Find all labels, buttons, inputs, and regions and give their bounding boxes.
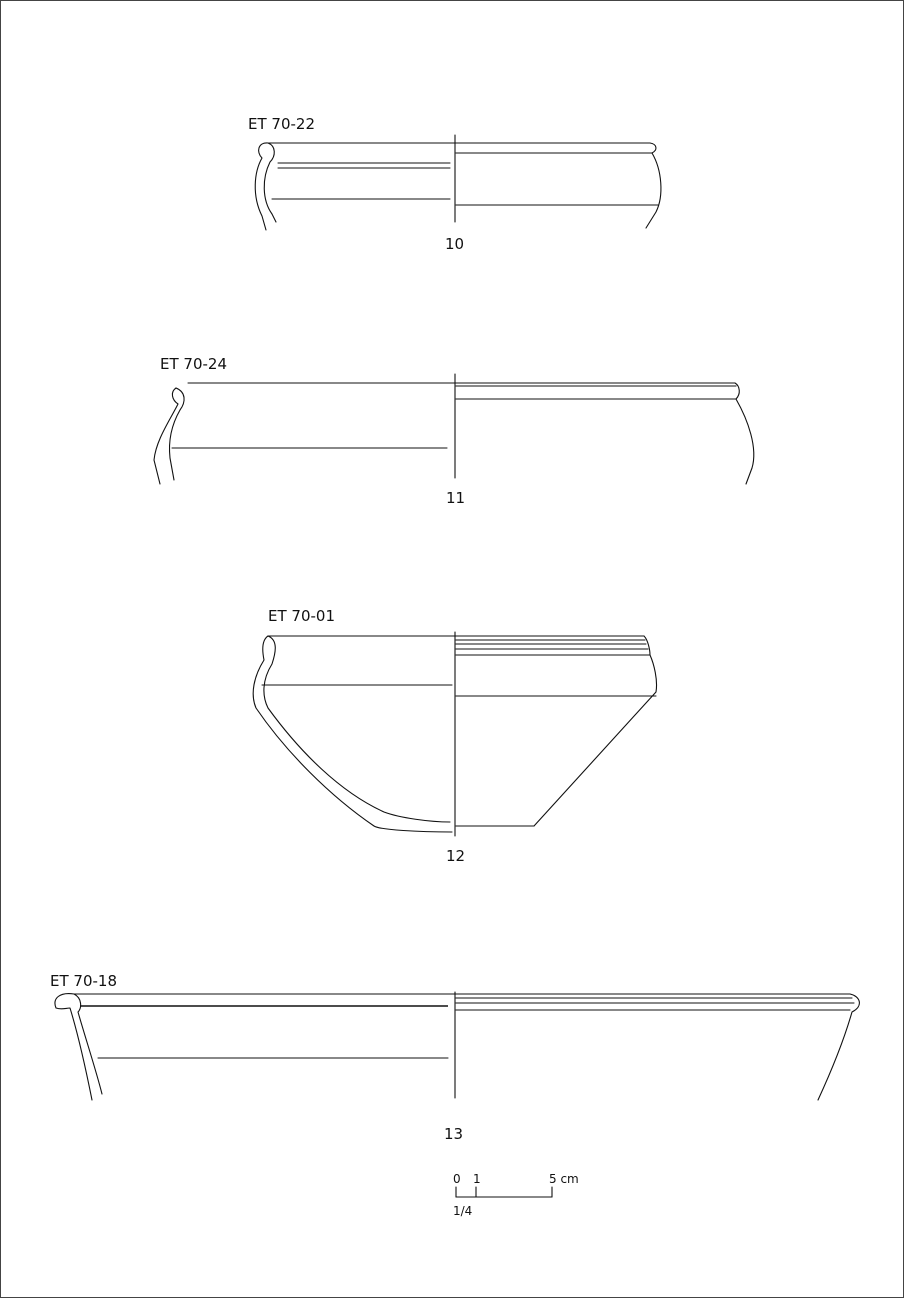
figure-number: 13 [444,1125,463,1143]
figure-number: 10 [445,235,464,253]
vessel-drawing-11: ET 70-24 11 [153,355,755,507]
vessel-code: ET 70-18 [50,972,117,990]
scale-tick-1: 1 [473,1172,481,1186]
scale-ratio: 1/4 [453,1204,472,1218]
vessel-code: ET 70-01 [268,607,335,625]
vessel-drawing-12: ET 70-01 12 [252,607,658,865]
scale-bar: 0 1 5 cm 1/4 [453,1172,579,1218]
scale-tick-5: 5 cm [549,1172,579,1186]
vessel-code: ET 70-24 [160,355,227,373]
scale-tick-0: 0 [453,1172,461,1186]
vessel-drawing-10: ET 70-22 10 [248,115,662,253]
figure-number: 12 [446,847,465,865]
figure-number: 11 [446,489,465,507]
vessel-code: ET 70-22 [248,115,315,133]
vessel-drawing-13: ET 70-18 13 [50,972,860,1143]
